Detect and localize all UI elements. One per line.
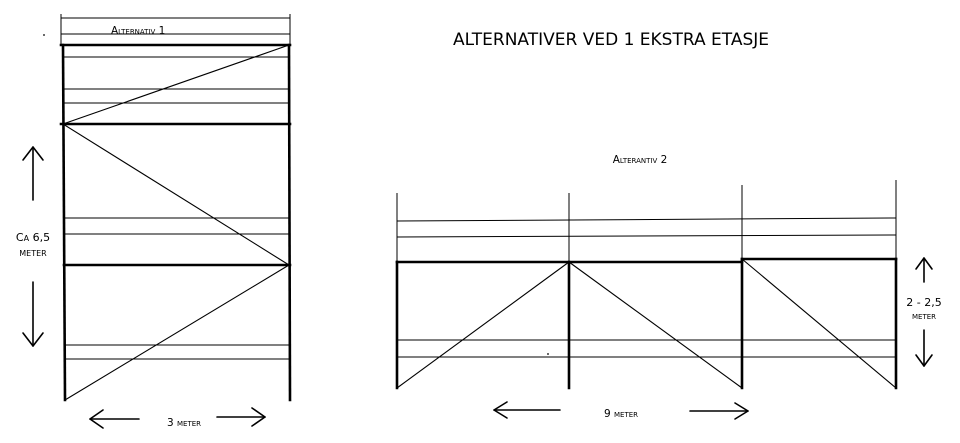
alt2-brace-2 — [568, 261, 743, 389]
alt2-main-beam — [395, 257, 898, 264]
diagram-title: ALTERNATIVER VED 1 EKSTRA ETASJE — [453, 30, 769, 50]
alt1-width-arrow — [89, 407, 266, 429]
alt1-height-label-line1: Ca 6,5 — [16, 231, 50, 244]
alternative-1-structure — [43, 14, 292, 402]
alt1-right-upright — [287, 43, 292, 402]
alt2-brace-3 — [741, 258, 897, 389]
alt1-brace-1 — [62, 44, 290, 125]
alt1-left-upright — [61, 43, 67, 402]
alt2-width-arrow — [493, 401, 749, 420]
alt1-height-label-line2: meter — [19, 246, 47, 259]
alt2-brace-1 — [396, 261, 570, 389]
alt2-height-arrow — [915, 257, 933, 367]
alt1-width-label: 3 meter — [167, 417, 201, 429]
alternative-2-structure — [395, 180, 898, 390]
alt1-brace-3 — [64, 264, 290, 401]
alt2-label: Alterantiv 2 — [613, 154, 668, 166]
alt1-height-arrow — [22, 146, 44, 347]
alt2-height-label-line2: meter — [912, 310, 936, 322]
alt2-height-label-line1: 2 - 2,5 — [906, 296, 941, 309]
alt1-label: Alternativ 1 — [111, 25, 165, 37]
alt1-brace-2 — [62, 123, 290, 266]
alt2-width-label: 9 meter — [604, 408, 638, 420]
